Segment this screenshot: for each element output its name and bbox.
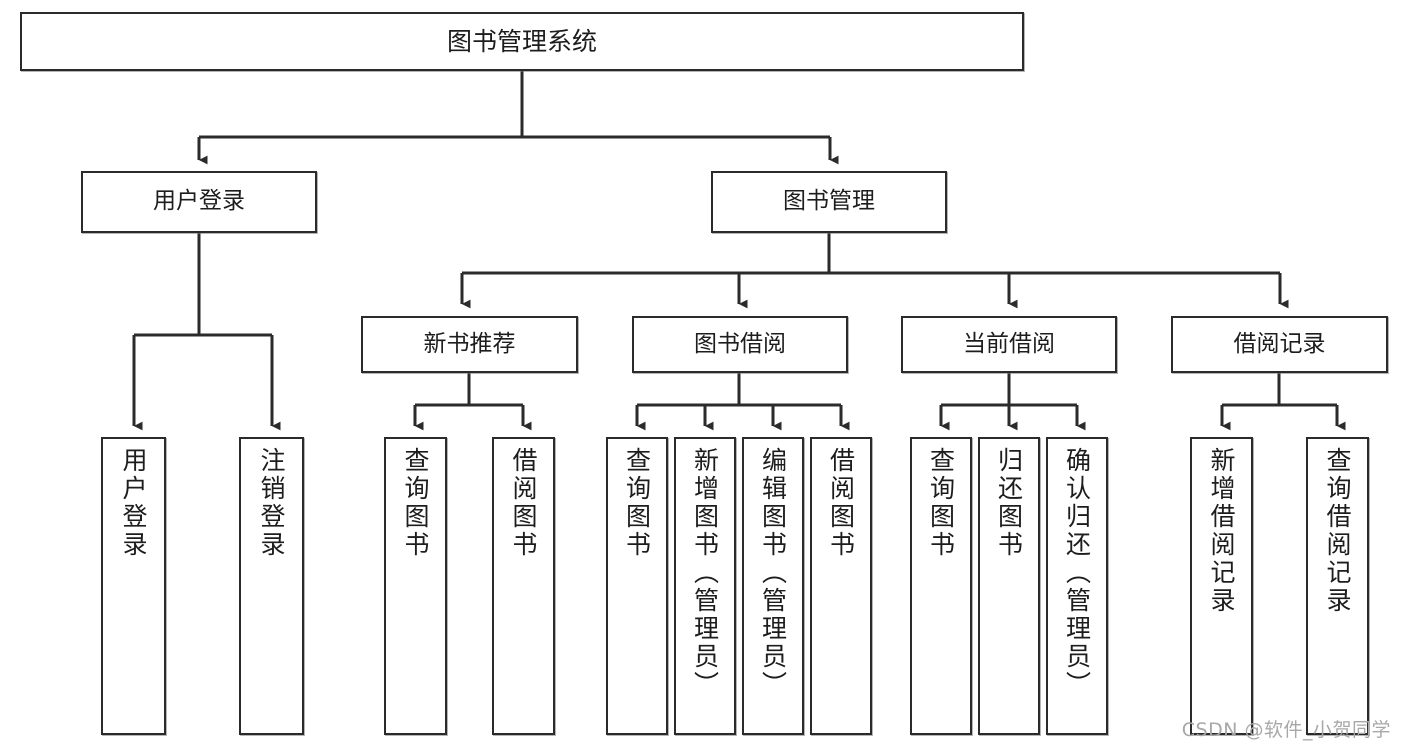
node-label: 查询图书: [401, 447, 430, 559]
node-book-management[interactable]: 图书管理: [711, 171, 947, 233]
node-label: 注销登录: [257, 447, 286, 559]
node-label: 编辑图书（管理员）: [758, 447, 788, 699]
node-label: 新增借阅记录: [1207, 447, 1236, 615]
node-label: 用户登录: [119, 447, 148, 559]
node-label: 图书借阅: [694, 330, 786, 357]
node-root-system[interactable]: 图书管理系统: [20, 12, 1024, 71]
node-label: 借阅记录: [1233, 330, 1326, 357]
leaf-user-logout[interactable]: 注销登录: [239, 437, 304, 735]
node-label: 借阅图书: [509, 447, 538, 559]
node-label: 用户登录: [153, 188, 245, 215]
node-label: 图书管理系统: [446, 26, 597, 56]
node-label: 新书推荐: [423, 330, 516, 357]
node-label: 新增图书（管理员）: [690, 447, 720, 699]
node-borrow-record[interactable]: 借阅记录: [1171, 316, 1388, 373]
node-label: 查询图书: [622, 447, 652, 559]
leaf-edit-book-admin[interactable]: 编辑图书（管理员）: [742, 437, 804, 735]
leaf-query-borrow-record[interactable]: 查询借阅记录: [1306, 437, 1369, 735]
csdn-watermark: CSDN @软件_小贺同学: [1181, 719, 1391, 741]
node-label: 查询借阅记录: [1323, 447, 1352, 615]
leaf-borrow-book-borrow[interactable]: 借阅图书: [810, 437, 872, 735]
leaf-query-book-borrow[interactable]: 查询图书: [606, 437, 668, 735]
leaf-user-login[interactable]: 用户登录: [101, 437, 166, 735]
leaf-borrow-book-recommend[interactable]: 借阅图书: [492, 437, 555, 735]
node-current-borrow[interactable]: 当前借阅: [901, 316, 1117, 373]
node-label: 归还图书: [994, 447, 1024, 559]
leaf-add-book-admin[interactable]: 新增图书（管理员）: [674, 437, 736, 735]
node-label: 借阅图书: [826, 447, 856, 559]
leaf-add-borrow-record[interactable]: 新增借阅记录: [1190, 437, 1253, 735]
leaf-confirm-return-admin[interactable]: 确认归还（管理员）: [1046, 437, 1108, 735]
node-new-book-recommend[interactable]: 新书推荐: [361, 316, 578, 373]
leaf-return-book[interactable]: 归还图书: [978, 437, 1040, 735]
leaf-query-book-recommend[interactable]: 查询图书: [384, 437, 447, 735]
node-book-borrow[interactable]: 图书借阅: [632, 316, 848, 373]
leaf-query-book-current[interactable]: 查询图书: [910, 437, 972, 735]
node-label: 确认归还（管理员）: [1062, 447, 1092, 699]
node-label: 查询图书: [926, 447, 956, 559]
node-label: 当前借阅: [963, 330, 1055, 357]
node-user-login[interactable]: 用户登录: [81, 171, 317, 233]
node-label: 图书管理: [783, 188, 875, 215]
